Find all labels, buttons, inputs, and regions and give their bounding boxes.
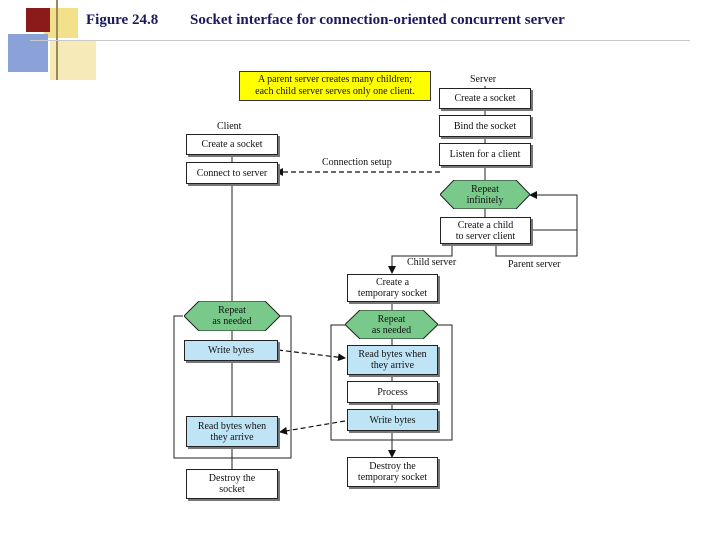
child-repeat-text: Repeat as needed xyxy=(371,313,412,336)
server-repeat-infinitely-hexagon: Repeat infinitely xyxy=(440,180,530,209)
process-box: Process xyxy=(347,381,438,403)
child-read-bytes-box: Read bytes when they arrive xyxy=(347,345,438,375)
destroy-temporary-socket-box: Destroy the temporary socket xyxy=(347,457,438,487)
server-create-socket-box: Create a socket xyxy=(439,88,531,109)
client-label: Client xyxy=(217,121,242,132)
client-repeat-hexagon: Repeat as needed xyxy=(184,301,280,331)
child-write-bytes-box: Write bytes xyxy=(347,409,438,431)
child-server-label: Child server xyxy=(407,257,457,268)
server-label: Server xyxy=(470,74,497,85)
client-destroy-socket-box: Destroy the socket xyxy=(186,469,278,499)
server-repeat-text: Repeat infinitely xyxy=(466,183,504,206)
client-repeat-text: Repeat as needed xyxy=(212,305,252,327)
client-write-bytes-box: Write bytes xyxy=(184,340,278,361)
create-child-box: Create a child to server client xyxy=(440,217,531,244)
figure-title: Socket interface for connection-oriented… xyxy=(190,12,565,28)
figure-label: Figure 24.8 xyxy=(86,12,159,28)
child-repeat-hexagon: Repeat as needed xyxy=(345,310,438,339)
client-connect-box: Connect to server xyxy=(186,162,278,184)
server-bind-socket-box: Bind the socket xyxy=(439,115,531,137)
diagram-note: A parent server creates many children; e… xyxy=(239,71,431,101)
connection-setup-label: Connection setup xyxy=(322,157,392,168)
client-create-socket-box: Create a socket xyxy=(186,134,278,155)
deco-horizontal-rule xyxy=(30,40,690,41)
create-temporary-socket-box: Create a temporary socket xyxy=(347,274,438,302)
client-read-bytes-box: Read bytes when they arrive xyxy=(186,416,278,447)
parent-server-label: Parent server xyxy=(508,259,561,270)
deco-red-square xyxy=(26,8,50,32)
server-listen-box: Listen for a client xyxy=(439,143,531,166)
